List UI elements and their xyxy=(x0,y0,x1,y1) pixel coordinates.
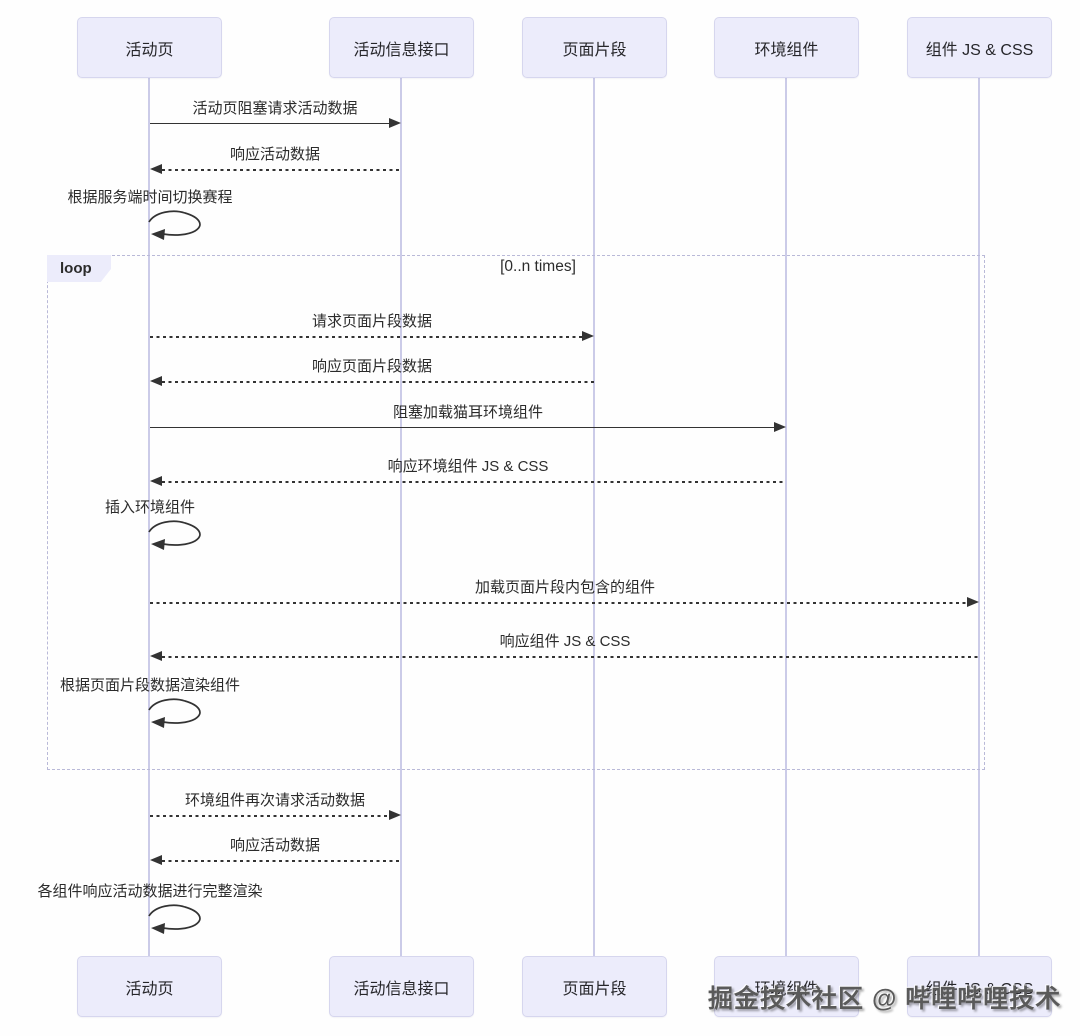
actor-label: 活动信息接口 xyxy=(353,980,450,998)
actor-label: 环境组件 xyxy=(754,41,819,59)
loop-condition-label: [0..n times] xyxy=(500,258,576,275)
message-label: 响应组件 JS & CSS xyxy=(499,633,631,650)
self-loop-arrow-icon xyxy=(148,210,201,240)
actor-top-env-component: 环境组件 xyxy=(714,17,859,78)
actor-label: 页面片段 xyxy=(562,980,627,998)
watermark: 掘金技术社区 @ 哔哩哔哩技术 xyxy=(708,985,1062,1013)
message-line xyxy=(150,123,389,124)
actor-label: 页面片段 xyxy=(562,41,627,59)
self-message-label: 根据页面片段数据渲染组件 xyxy=(59,677,241,694)
arrowhead-right-icon xyxy=(389,810,401,820)
message-line xyxy=(150,815,389,817)
self-loop-arrow-icon xyxy=(148,904,201,934)
loop-operator-label: loop xyxy=(60,260,92,277)
arrowhead-right-icon xyxy=(582,331,594,341)
lifeline-component-js-css xyxy=(978,78,980,956)
actor-label: 组件 JS & CSS xyxy=(925,41,1034,59)
message-label: 响应环境组件 JS & CSS xyxy=(387,458,549,475)
message-line xyxy=(162,169,401,171)
message-label: 活动页阻塞请求活动数据 xyxy=(192,100,358,117)
message-line xyxy=(162,656,979,658)
message-line xyxy=(162,860,401,862)
loop-operator-badge: loop xyxy=(47,255,111,282)
actor-label: 环境组件 xyxy=(754,980,819,998)
actor-top-component-js-css: 组件 JS & CSS xyxy=(907,17,1052,78)
actor-top-activity-page: 活动页 xyxy=(77,17,222,78)
lifeline-env-component xyxy=(785,78,787,956)
lifeline-page-fragment xyxy=(593,78,595,956)
actor-label: 活动页 xyxy=(125,980,174,998)
actor-label: 组件 JS & CSS xyxy=(925,980,1034,998)
actor-label: 活动信息接口 xyxy=(353,41,450,59)
actor-top-activity-info-api: 活动信息接口 xyxy=(329,17,474,78)
actor-bottom-env-component: 环境组件 xyxy=(714,956,859,1017)
self-message-label: 根据服务端时间切换赛程 xyxy=(67,189,233,206)
actor-bottom-activity-page: 活动页 xyxy=(77,956,222,1017)
self-loop-arrow-icon xyxy=(148,698,201,728)
self-loop-arrow-icon xyxy=(148,520,201,550)
arrowhead-left-icon xyxy=(150,651,162,661)
actor-bottom-activity-info-api: 活动信息接口 xyxy=(329,956,474,1017)
message-line xyxy=(150,427,774,428)
self-message-label: 插入环境组件 xyxy=(104,499,196,516)
arrowhead-left-icon xyxy=(150,476,162,486)
message-line xyxy=(150,336,582,338)
arrowhead-left-icon xyxy=(150,855,162,865)
arrowhead-right-icon xyxy=(774,422,786,432)
message-line xyxy=(162,481,786,483)
arrowhead-right-icon xyxy=(389,118,401,128)
lifeline-activity-page xyxy=(148,78,150,956)
arrowhead-left-icon xyxy=(150,164,162,174)
message-label: 响应活动数据 xyxy=(229,837,321,854)
message-label: 阻塞加载猫耳环境组件 xyxy=(392,404,544,421)
actor-top-page-fragment: 页面片段 xyxy=(522,17,667,78)
message-label: 环境组件再次请求活动数据 xyxy=(184,792,366,809)
message-line xyxy=(150,602,967,604)
actor-label: 活动页 xyxy=(125,41,174,59)
actor-bottom-page-fragment: 页面片段 xyxy=(522,956,667,1017)
self-message-label: 各组件响应活动数据进行完整渲染 xyxy=(37,883,263,900)
message-label: 加载页面片段内包含的组件 xyxy=(474,579,656,596)
arrowhead-left-icon xyxy=(150,376,162,386)
message-label: 响应页面片段数据 xyxy=(311,358,433,375)
actor-bottom-component-js-css: 组件 JS & CSS xyxy=(907,956,1052,1017)
arrowhead-right-icon xyxy=(967,597,979,607)
message-label: 响应活动数据 xyxy=(229,146,321,163)
lifeline-activity-info-api xyxy=(400,78,402,956)
message-label: 请求页面片段数据 xyxy=(311,313,433,330)
loop-frame xyxy=(47,255,985,770)
message-line xyxy=(162,381,594,383)
